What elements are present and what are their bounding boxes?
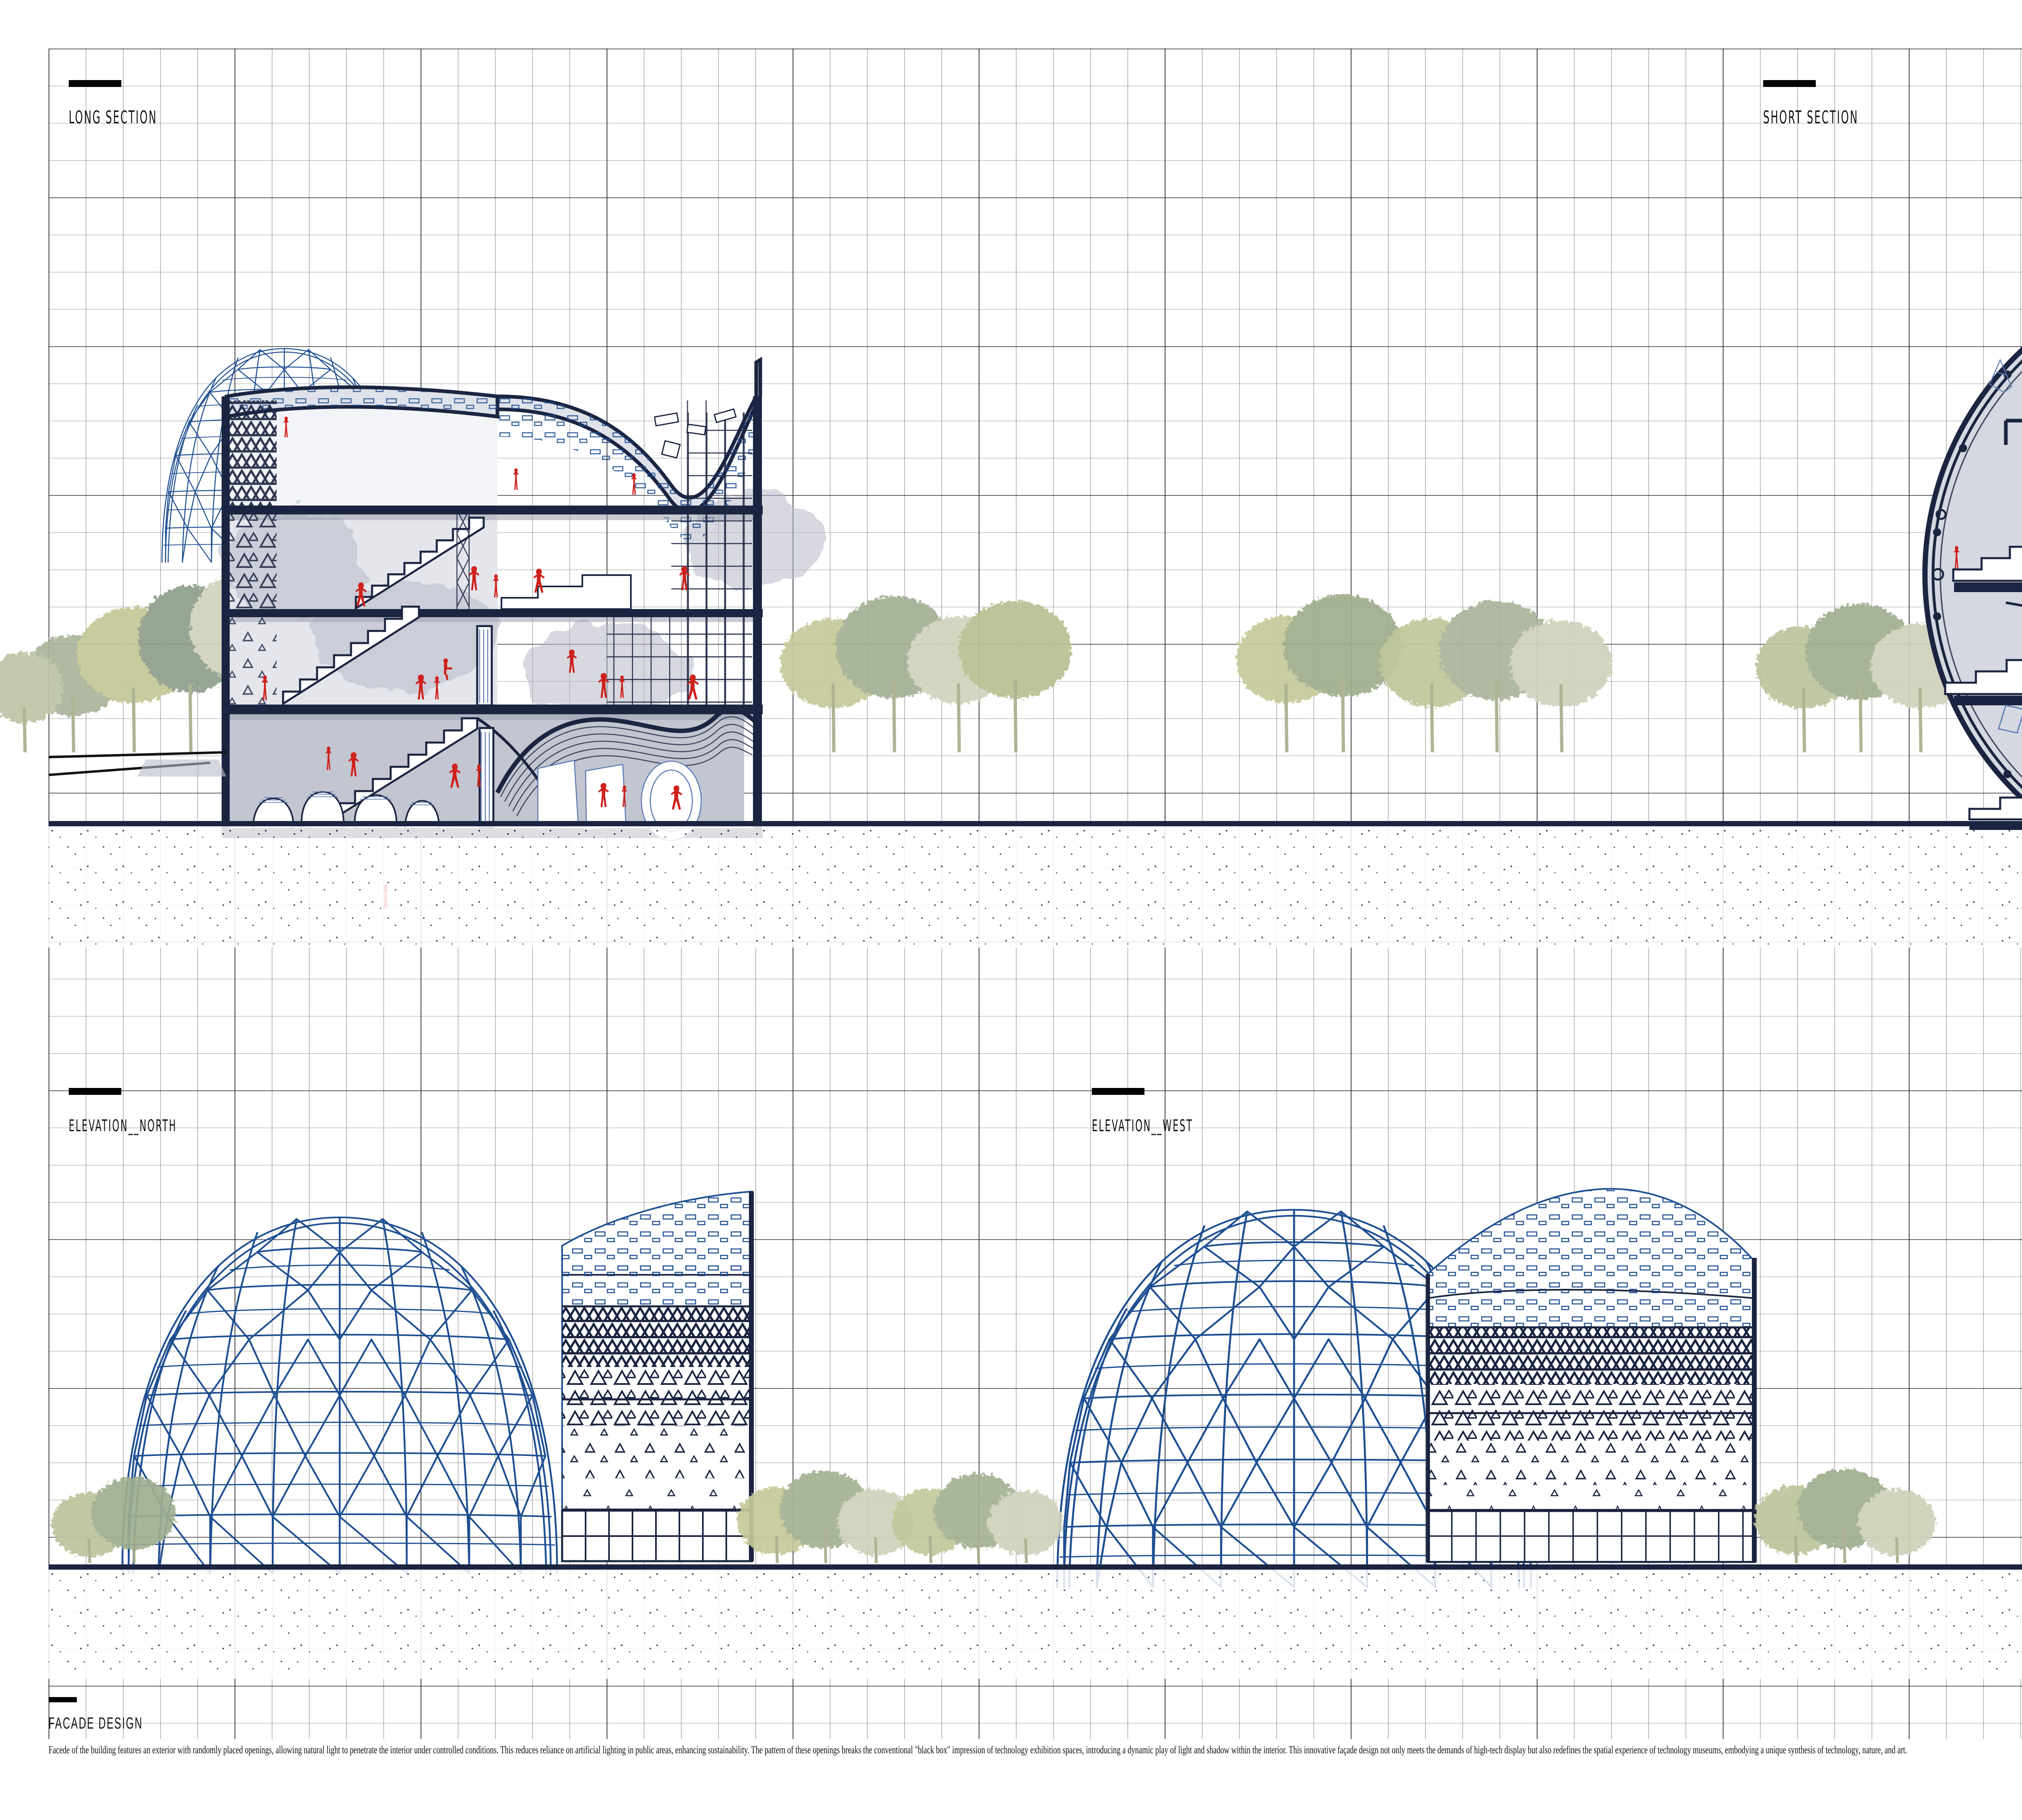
- grand-stair-ground: [282, 605, 420, 706]
- stepped-seating-left: [1944, 546, 2022, 821]
- panel-label-elevation-west: ELEVATION__WEST: [1092, 1088, 1255, 1135]
- caption-title: FACADE DESIGN: [49, 1714, 143, 1732]
- ground-line-top: [49, 821, 2022, 826]
- screen-wall-left: [230, 400, 277, 708]
- site-trees-far-right: [1380, 601, 1612, 753]
- elevation-north-facade: [561, 1190, 754, 1562]
- caption-block: FACADE DESIGN Facede of the building fea…: [49, 1697, 2022, 1758]
- label-marker-bar: [1092, 1088, 1144, 1095]
- caption-marker-bar: [49, 1697, 77, 1702]
- hanging-lamps: [1998, 705, 2022, 734]
- suspended-platforms: [2004, 419, 2022, 445]
- dome-truss: [456, 509, 470, 615]
- soil-hatch-top: [49, 826, 2022, 948]
- panel-label-elevation-north: ELEVATION__NORTH: [69, 1088, 243, 1135]
- grand-stair-basement: [318, 717, 478, 830]
- east-cut-wall: [753, 396, 762, 838]
- long-section-building: [218, 357, 821, 841]
- exhibit-vitrines: [537, 760, 702, 841]
- drawing-elevation-west: [892, 1188, 1935, 1573]
- panel-label-short-section: SHORT SECTION: [1763, 80, 1917, 128]
- elevation-north-trees: [52, 1471, 914, 1564]
- site-trees-right: [780, 595, 1402, 753]
- ground-line-bottom: [49, 1564, 2022, 1570]
- panel-label-text: LONG SECTION: [69, 107, 157, 128]
- elevation-west-facade: [1426, 1188, 1757, 1563]
- soil-hatch-bottom: [49, 1570, 2022, 1679]
- label-marker-bar: [1763, 80, 1816, 87]
- ceiling-fixtures: [654, 408, 737, 459]
- panel-label-long-section: LONG SECTION: [69, 80, 212, 128]
- panel-label-text: ELEVATION__WEST: [1092, 1117, 1193, 1135]
- elevation-north-dome: [122, 1217, 557, 1573]
- label-marker-bar: [69, 1088, 121, 1095]
- floor-plates: [1954, 582, 2022, 830]
- panel-label-text: ELEVATION__NORTH: [69, 1117, 177, 1135]
- drawing-elevation-north: [52, 1190, 914, 1573]
- panel-label-text: SHORT SECTION: [1763, 107, 1859, 128]
- label-marker-bar: [69, 80, 121, 87]
- stepped-seating: [501, 574, 632, 610]
- west-cut-wall: [222, 396, 230, 838]
- drawing-short-section: [1756, 347, 2022, 830]
- elevation-west-trees: [892, 1469, 1935, 1564]
- exhibit-iceberg: [1989, 358, 2012, 393]
- caption-body: Facede of the building features an exter…: [49, 1744, 1907, 1756]
